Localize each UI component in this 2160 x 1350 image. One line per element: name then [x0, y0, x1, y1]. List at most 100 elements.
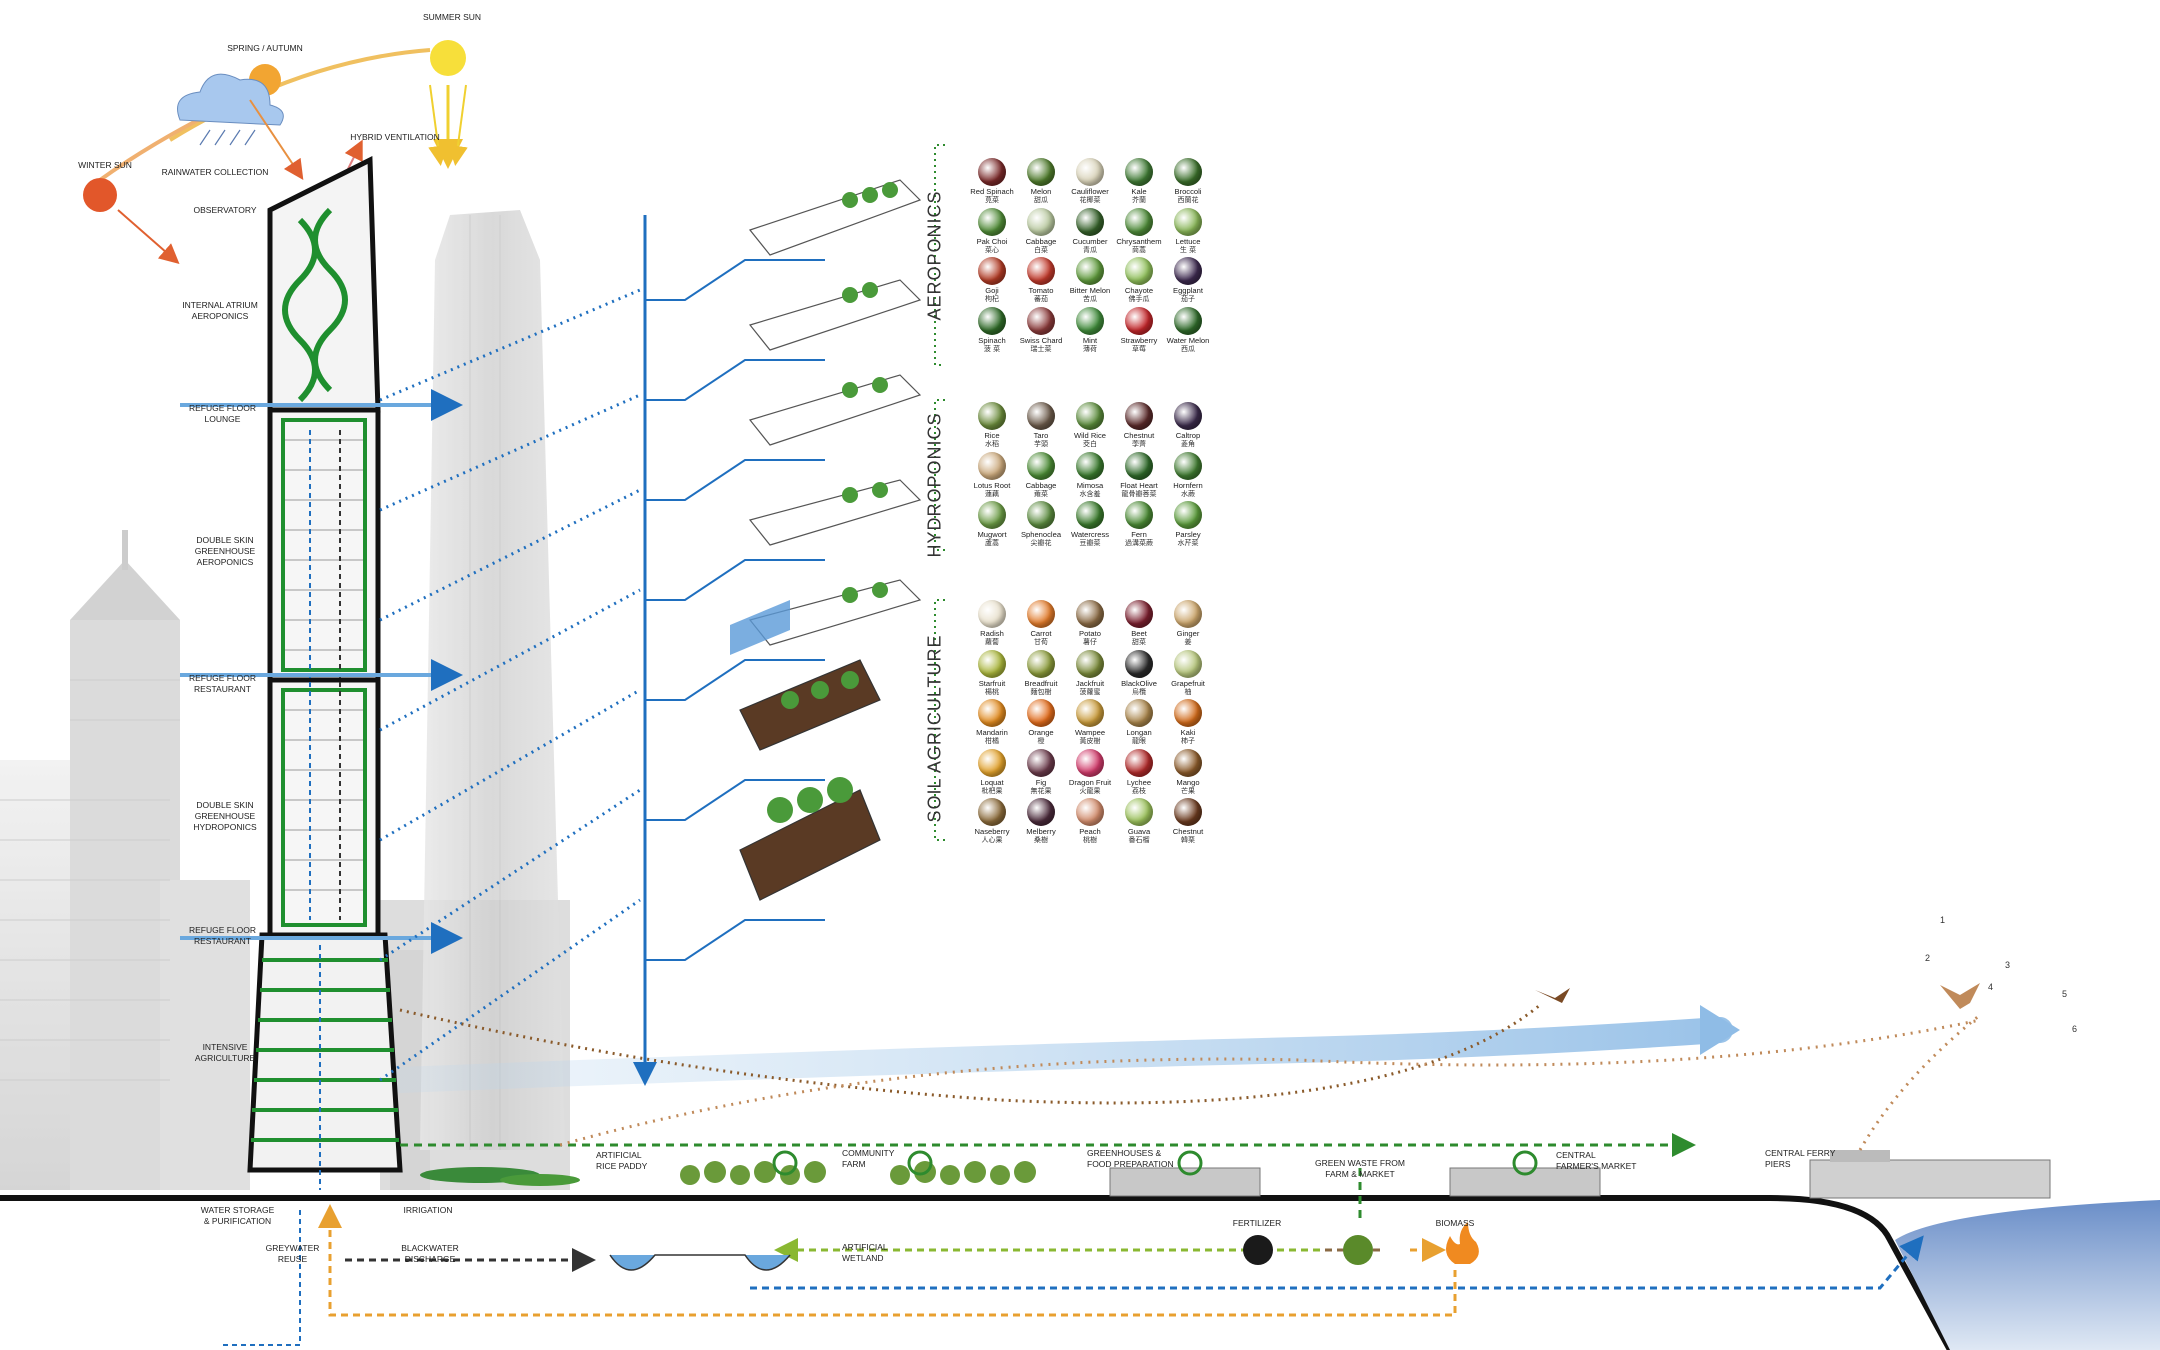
crop-photo-icon	[1174, 699, 1202, 727]
crop-name-zh: 菜心	[985, 245, 999, 254]
crop-name-en: Melon	[1030, 187, 1052, 196]
crop-photo-icon	[1076, 748, 1104, 777]
label-greenhouse-aeroponics: DOUBLE SKIN GREENHOUSE AEROPONICS	[194, 535, 256, 567]
crop-photo-icon	[1076, 402, 1104, 430]
crop-name-zh: 桃樹	[1083, 836, 1097, 844]
label-internal-atrium: INTERNAL ATRIUM AEROPONICS	[182, 300, 258, 321]
crop-photo-icon	[1174, 600, 1202, 628]
crop-photo-icon	[978, 257, 1006, 285]
crop-name-zh: 莧菜	[985, 196, 999, 204]
crop-name-en: Melberry	[1026, 827, 1056, 836]
crop-photo-icon	[1027, 748, 1055, 777]
summer-sun-label: SUMMER SUN	[422, 12, 482, 22]
crop-photo-icon	[1174, 451, 1202, 480]
crop-name-en: Dragon Fruit	[1068, 777, 1112, 787]
crop-photo-icon	[1174, 306, 1202, 335]
crop-photo-icon	[978, 501, 1006, 529]
crop-photo-icon	[978, 158, 1006, 186]
crop-photo-icon	[1125, 798, 1153, 826]
crop-name-zh: 苦瓜	[1083, 295, 1097, 303]
crop-name-zh: 柿子	[1181, 737, 1195, 745]
crop-name-zh: 橙	[1037, 737, 1045, 745]
crop-name-zh: 豆瓣菜	[1079, 539, 1101, 547]
crop-name-zh: 火龍果	[1079, 786, 1101, 795]
label-water-storage: WATER STORAGE & PURIFICATION	[200, 1205, 275, 1226]
crop-name-zh: 龍眼	[1132, 737, 1146, 745]
crop-name-en: Red Spinach	[970, 187, 1014, 196]
crop-photo-icon	[1174, 501, 1202, 529]
crop-name-en: Radish	[980, 629, 1004, 638]
crop-name-zh: 茭白	[1083, 440, 1097, 448]
refuge-arrows	[180, 389, 463, 954]
crop-name-en: Mango	[1176, 777, 1200, 787]
crop-name-zh: 生 菜	[1179, 245, 1197, 254]
tower-link-lines	[379, 288, 641, 1082]
label-rice-paddy: ARTIFICIAL RICE PADDY	[596, 1150, 648, 1171]
crop-photo-icon	[1027, 798, 1055, 826]
crop-name-en: Strawberry	[1120, 335, 1158, 345]
label-community-farm: COMMUNITY FARM	[842, 1148, 895, 1169]
ground-line	[0, 1195, 1953, 1350]
section-title-soil: SOIL AGRICULTURE	[924, 634, 945, 823]
crop-name-en: Parsley	[1175, 530, 1201, 539]
winter-sun-label: WINTER SUN	[78, 160, 132, 170]
crop-name-en: Lettuce	[1175, 236, 1201, 246]
crop-name-zh: 菠 菜	[983, 344, 1001, 353]
crop-name-en: Fig	[1035, 777, 1047, 787]
ifc-tower-background	[420, 210, 565, 1150]
flight-number-5: 5	[2062, 989, 2068, 999]
crop-photo-icon	[978, 402, 1006, 430]
crop-name-zh: 西瓜	[1181, 344, 1195, 353]
crop-name-zh: 過溝菜蕨	[1125, 539, 1153, 547]
crop-name-zh: 甜菜	[1132, 638, 1146, 646]
crop-photo-icon	[1027, 158, 1055, 186]
crop-photo-icon	[1125, 306, 1153, 335]
crop-name-zh: 菱角	[1181, 440, 1195, 448]
crop-photo-icon	[978, 306, 1006, 335]
crop-name-zh: 茼蒿	[1132, 245, 1146, 254]
label-intensive-agriculture: INTENSIVE AGRICULTURE	[194, 1042, 256, 1063]
summer-sun-icon	[430, 40, 466, 76]
crop-name-zh: 尖瓣花	[1030, 539, 1052, 547]
crop-photo-icon	[1027, 501, 1055, 529]
crop-name-zh: 荔枝	[1132, 786, 1146, 795]
crop-photo-icon	[1125, 158, 1153, 186]
crop-name-en: Wild Rice	[1073, 431, 1107, 440]
crop-photo-icon	[1125, 402, 1153, 430]
crop-photo-icon	[1174, 207, 1202, 236]
crop-name-en: BlackOlive	[1121, 678, 1157, 688]
crop-name-zh: 芒果	[1181, 786, 1195, 795]
crop-name-zh: 水芹菜	[1177, 539, 1199, 547]
crop-name-zh: 姜	[1184, 638, 1192, 646]
crop-name-zh: 荸薺	[1132, 440, 1146, 448]
crop-photo-icon	[1076, 501, 1104, 529]
crop-photo-icon	[978, 798, 1006, 826]
crop-name-en: Cabbage	[1025, 236, 1057, 246]
crop-photo-icon	[1125, 501, 1153, 529]
crop-photo-icon	[1174, 649, 1202, 678]
bird-icon-2	[1940, 983, 1980, 1009]
crop-name-zh: 芋頭	[1034, 440, 1048, 448]
